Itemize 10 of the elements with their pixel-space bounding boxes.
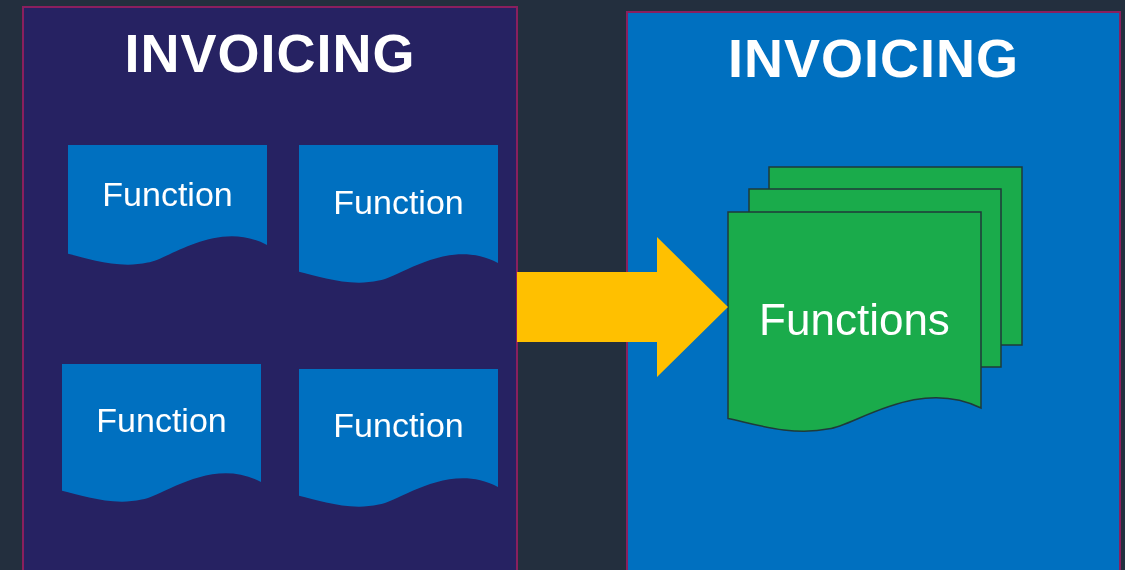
panel-title: INVOICING bbox=[727, 27, 1020, 89]
block-arrow bbox=[517, 237, 728, 377]
document-label: Function bbox=[101, 175, 234, 214]
document-label: Function bbox=[95, 401, 228, 440]
panel-title: INVOICING bbox=[123, 22, 417, 84]
panel bbox=[22, 6, 518, 570]
document-label: Function bbox=[332, 406, 465, 445]
document-label: Function bbox=[332, 183, 465, 222]
document-label: Functions bbox=[758, 295, 951, 345]
panel bbox=[626, 11, 1121, 570]
